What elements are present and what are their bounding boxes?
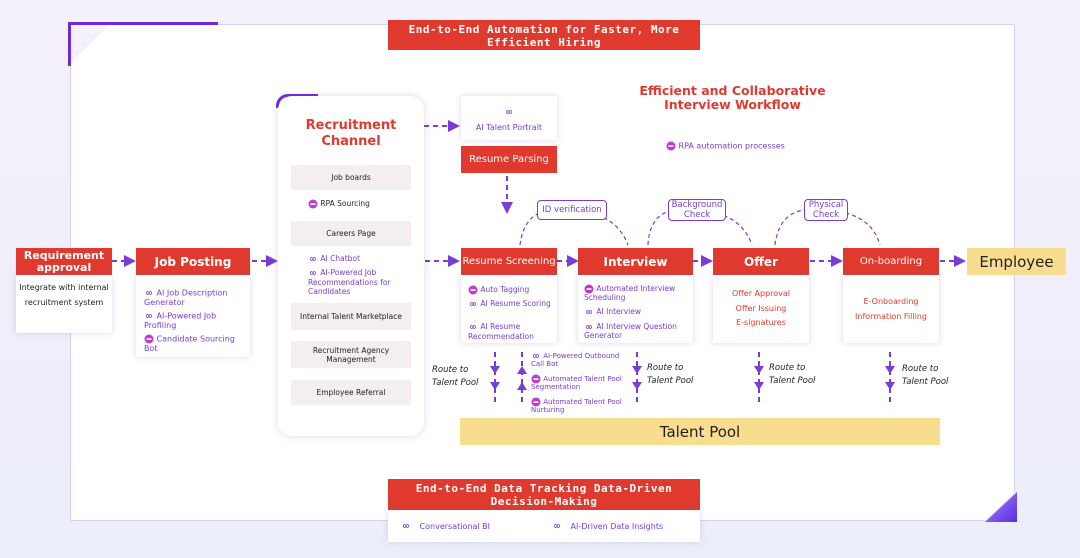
- job-posting-node: Job Posting: [136, 248, 250, 275]
- list-item: Information Filling: [855, 312, 927, 321]
- infinity-icon: [470, 302, 476, 306]
- infinity-icon: [403, 524, 409, 528]
- requirement-desc: Integrate with internal recruitment syst…: [19, 283, 109, 307]
- route-label: Route to Talent Pool: [432, 365, 479, 388]
- bottom-banner: End-to-End Data Tracking Data-Driven Dec…: [388, 479, 700, 510]
- data-tools-bar: Conversational BI AI-Driven Data Insight…: [388, 510, 700, 542]
- channel-item: Careers Page: [291, 221, 411, 246]
- offer-node: Offer: [713, 248, 809, 275]
- infinity-icon: [533, 354, 539, 358]
- rpa-legend: RPA automation processes: [666, 141, 826, 152]
- infinity-icon: [310, 271, 316, 275]
- rpa-sourcing: RPA Sourcing: [308, 199, 370, 209]
- rpa-icon: [666, 141, 676, 151]
- rpa-icon: [144, 334, 154, 344]
- data-item: Conversational BI: [401, 521, 490, 532]
- list-item: E-Onboarding: [863, 297, 919, 306]
- frame-corner-decoration: [68, 22, 218, 66]
- check-tag: Physical Check: [804, 199, 848, 221]
- infinity-icon: [506, 110, 512, 114]
- channel-item: Recruitment Agency Management: [291, 341, 411, 368]
- channel-item: Job boards: [291, 165, 411, 190]
- interview-card: Automated Interview Scheduling AI Interv…: [578, 275, 693, 343]
- infinity-icon: [586, 310, 592, 314]
- list-item: AI Resume Scoring: [468, 299, 554, 309]
- route-label: Route to Talent Pool: [769, 363, 816, 386]
- infinity-icon: [310, 257, 316, 261]
- resume-screening-node: Resume Screening: [461, 248, 557, 275]
- employee-node: Employee: [967, 248, 1066, 275]
- rpa-icon: [531, 397, 541, 407]
- rpa-icon: [531, 374, 541, 384]
- list-item: AI Resume Recommendation: [468, 322, 534, 341]
- interview-node: Interview: [578, 248, 693, 275]
- list-item: AI-Powered Job Profiling: [144, 311, 217, 331]
- rpa-icon: [308, 199, 318, 209]
- list-item: E-signatures: [736, 318, 786, 327]
- pool-tool: AI-Powered Outbound Call Bot: [531, 352, 620, 368]
- ai-job-recommendations: AI-Powered Job Recommendations for Candi…: [308, 268, 391, 296]
- requirement-approval-node: Requirement approval: [16, 248, 112, 275]
- workflow-title: Efficient and Collaborative Interview Wo…: [639, 83, 826, 112]
- onboarding-card: E-Onboarding Information Filling: [843, 275, 939, 343]
- route-label: Route to Talent Pool: [647, 363, 694, 386]
- route-label: Route to Talent Pool: [902, 364, 949, 387]
- data-item: AI-Driven Data Insights: [552, 521, 663, 532]
- list-item: Offer Issuing: [735, 304, 787, 313]
- infinity-icon: [146, 291, 152, 295]
- infinity-icon: [146, 314, 152, 318]
- rpa-icon: [584, 284, 594, 294]
- list-item: AI Job Description Generator: [144, 288, 228, 308]
- pool-tool: Automated Talent Pool Segmentation: [531, 374, 622, 391]
- ai-chatbot: AI Chatbot: [308, 254, 360, 264]
- channel-title: Recruitment Channel: [305, 118, 397, 149]
- talent-pool-bar: Talent Pool: [460, 418, 940, 445]
- list-item: Auto Tagging: [468, 285, 554, 295]
- list-item: AI Interview Question Generator: [584, 322, 677, 340]
- pool-tool: Automated Talent Pool Nurturing: [531, 397, 622, 414]
- job-posting-card: AI Job Description Generator AI-Powered …: [136, 275, 250, 357]
- recruitment-channel-panel: Recruitment Channel Job boards RPA Sourc…: [278, 96, 424, 436]
- talent-portrait-card: AI Talent Portrait: [461, 96, 557, 140]
- top-banner: End-to-End Automation for Faster, More E…: [388, 20, 700, 50]
- list-item: AI Interview: [584, 307, 692, 317]
- list-item: Automated Interview Scheduling: [584, 284, 676, 302]
- offer-card: Offer Approval Offer Issuing E-signature…: [713, 275, 809, 343]
- channel-item: Internal Talent Marketplace: [291, 303, 411, 330]
- infinity-icon: [470, 325, 476, 329]
- infinity-icon: [554, 524, 560, 528]
- list-item: Offer Approval: [731, 289, 791, 298]
- infinity-icon: [586, 325, 592, 329]
- channel-item: Employee Referral: [291, 380, 411, 405]
- check-tag: ID verification: [537, 200, 607, 220]
- check-tag: Background Check: [668, 199, 726, 221]
- onboarding-node: On-boarding: [843, 248, 939, 275]
- list-item: Candidate Sourcing Bot: [144, 334, 235, 353]
- rpa-icon: [468, 285, 478, 295]
- resume-screening-card: Auto Tagging AI Resume Scoring AI Resume…: [461, 275, 557, 343]
- resume-parsing-node: Resume Parsing: [461, 146, 557, 173]
- channel-corner-decoration: [276, 94, 318, 108]
